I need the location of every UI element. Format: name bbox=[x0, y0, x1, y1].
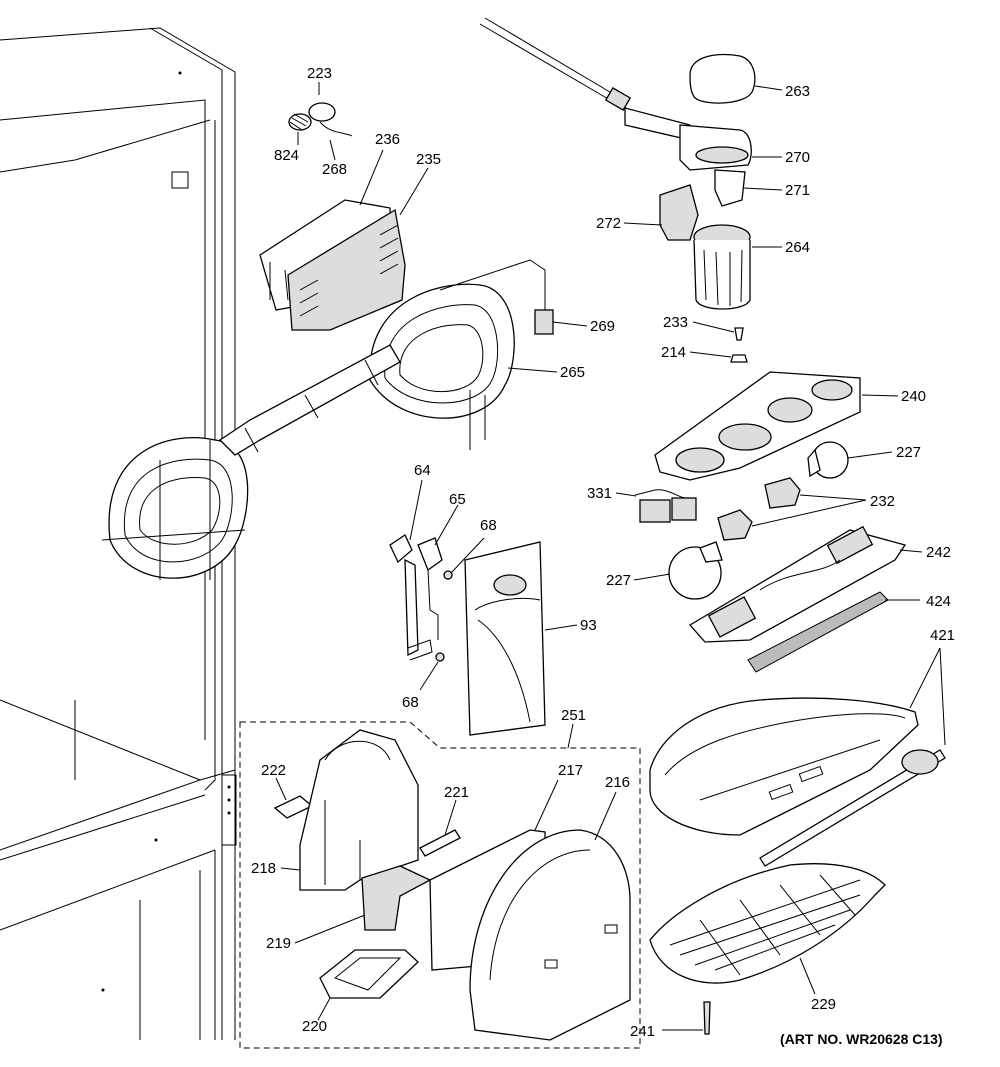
label-223: 223 bbox=[307, 65, 332, 82]
label-233: 233 bbox=[663, 314, 688, 331]
part-68-screws bbox=[435, 570, 453, 662]
label-65: 65 bbox=[449, 491, 466, 508]
leader-lines bbox=[275, 82, 946, 1031]
part-227-bulb-lower bbox=[668, 541, 723, 600]
label-241: 241 bbox=[630, 1023, 655, 1040]
part-235-cover bbox=[287, 208, 406, 331]
part-270-filter-head bbox=[479, 17, 752, 171]
part-64-switch bbox=[389, 534, 433, 661]
label-264: 264 bbox=[785, 239, 810, 256]
label-68-lower: 68 bbox=[402, 694, 419, 711]
part-221-strip bbox=[419, 829, 461, 857]
part-220-gasket bbox=[319, 949, 419, 999]
label-421: 421 bbox=[930, 627, 955, 644]
part-242-light-bracket bbox=[688, 525, 907, 643]
label-221: 221 bbox=[444, 784, 469, 801]
label-235: 235 bbox=[416, 151, 441, 168]
part-232-socket-upper bbox=[764, 477, 801, 509]
label-269: 269 bbox=[590, 318, 615, 335]
label-824: 824 bbox=[274, 147, 299, 164]
label-265: 265 bbox=[560, 364, 585, 381]
label-331: 331 bbox=[587, 485, 612, 502]
part-265-tubing-assembly bbox=[101, 259, 554, 580]
part-229-grille bbox=[649, 863, 886, 984]
label-217: 217 bbox=[558, 762, 583, 779]
part-223-824-268 bbox=[288, 102, 353, 137]
part-241-screw bbox=[703, 1001, 711, 1035]
cabinet-liner bbox=[0, 27, 237, 1040]
label-93: 93 bbox=[580, 617, 597, 634]
label-219: 219 bbox=[266, 935, 291, 952]
part-264-filter bbox=[693, 224, 751, 310]
art-number: (ART NO. WR20628 C13) bbox=[780, 1031, 943, 1047]
part-240-light-housing bbox=[654, 371, 861, 481]
label-268: 268 bbox=[322, 161, 347, 178]
label-270: 270 bbox=[785, 149, 810, 166]
label-271: 271 bbox=[785, 182, 810, 199]
part-271-adapter bbox=[714, 169, 746, 207]
label-220: 220 bbox=[302, 1018, 327, 1035]
part-251-kit-border bbox=[239, 721, 641, 1049]
label-68-upper: 68 bbox=[480, 517, 497, 534]
part-227-bulb-upper bbox=[807, 441, 849, 479]
part-232-socket-lower bbox=[717, 509, 753, 541]
label-64: 64 bbox=[414, 462, 431, 479]
part-222-strip bbox=[273, 795, 314, 819]
part-93-panel bbox=[464, 541, 546, 736]
label-424: 424 bbox=[926, 593, 951, 610]
label-214: 214 bbox=[661, 344, 686, 361]
part-219-block bbox=[361, 865, 432, 931]
label-218: 218 bbox=[251, 860, 276, 877]
label-251: 251 bbox=[561, 707, 586, 724]
label-240: 240 bbox=[901, 388, 926, 405]
part-65-actuator bbox=[417, 537, 443, 640]
label-263: 263 bbox=[785, 83, 810, 100]
label-242: 242 bbox=[926, 544, 951, 561]
label-229: 229 bbox=[811, 996, 836, 1013]
label-272: 272 bbox=[596, 215, 621, 232]
label-227-upper: 227 bbox=[896, 444, 921, 461]
part-421-pan bbox=[649, 697, 919, 836]
part-218-housing bbox=[299, 729, 419, 891]
part-263-cap bbox=[689, 53, 756, 104]
label-222: 222 bbox=[261, 762, 286, 779]
part-272-bracket bbox=[659, 184, 699, 241]
label-216: 216 bbox=[605, 774, 630, 791]
part-421-strip bbox=[759, 749, 946, 867]
label-236: 236 bbox=[375, 131, 400, 148]
label-232: 232 bbox=[870, 493, 895, 510]
part-233-214-screw-nut bbox=[730, 327, 748, 363]
label-227-lower: 227 bbox=[606, 572, 631, 589]
part-labels: 223 824 268 236 235 263 270 271 272 264 … bbox=[251, 65, 955, 1047]
part-216-cover bbox=[469, 829, 631, 1041]
part-331-harness bbox=[634, 489, 697, 523]
